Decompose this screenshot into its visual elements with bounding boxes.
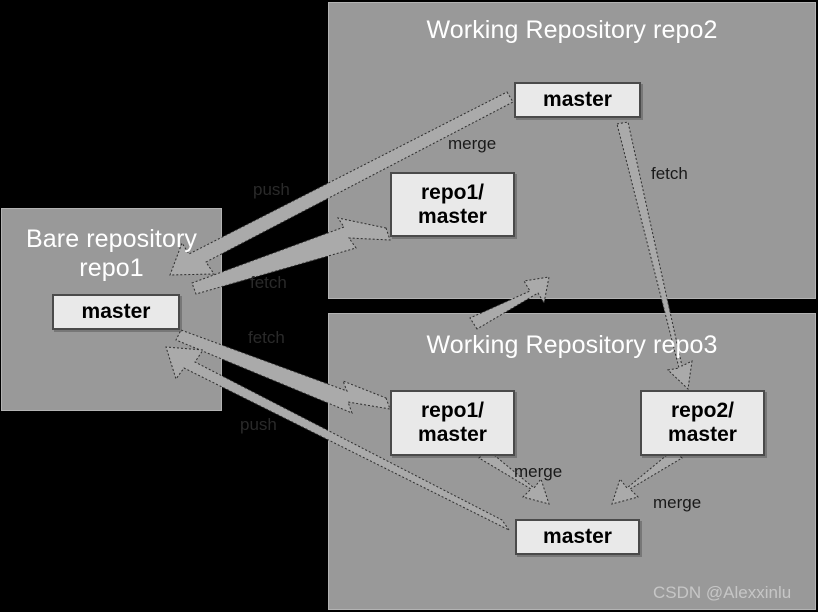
node-repo2-master[interactable]: master	[514, 82, 641, 118]
panel-repo2	[328, 2, 816, 299]
watermark: CSDN @Alexxinlu	[653, 583, 792, 602]
edge-label-merge-repo3-left: merge	[514, 462, 563, 481]
node-repo3-master[interactable]: master	[515, 519, 640, 555]
edge-label-fetch-repo1-to-repo3: fetch	[248, 328, 285, 347]
edge-label-fetch-repo1-to-repo2: fetch	[250, 273, 287, 292]
node-repo2-repo1-master[interactable]: repo1/ master	[390, 172, 515, 237]
node-repo3-repo1-master[interactable]: repo1/ master	[390, 390, 515, 456]
edge-label-push-repo2-to-repo1: push	[253, 180, 290, 199]
panel-title-repo1: Bare repository repo1	[25, 225, 198, 282]
node-repo1-master[interactable]: master	[52, 294, 180, 330]
edge-label-fetch-repo2-to-repo3: fetch	[651, 164, 688, 183]
edge-label-merge-repo2: merge	[448, 134, 497, 153]
panel-title-repo2: Working Repository repo2	[426, 16, 718, 44]
panel-title-repo3: Working Repository repo3	[426, 331, 718, 359]
edge-label-push-repo3-to-repo1: push	[240, 415, 277, 434]
edge-label-merge-repo3-right: merge	[653, 493, 702, 512]
node-repo3-repo2-master[interactable]: repo2/ master	[640, 390, 765, 456]
